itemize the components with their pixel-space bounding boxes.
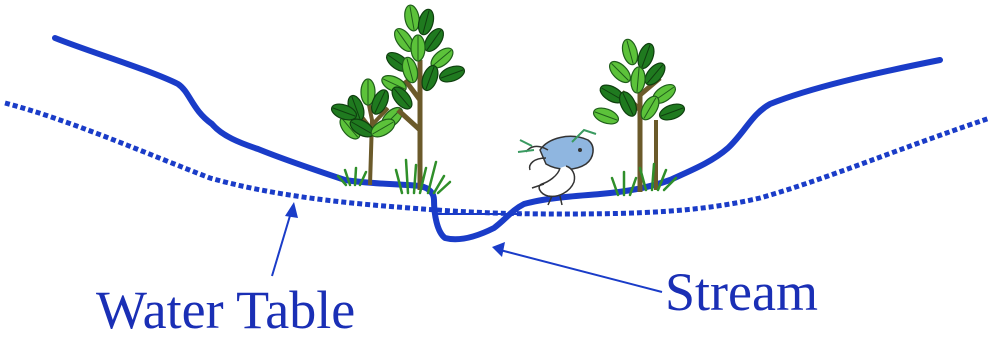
stream-pointer: [492, 242, 663, 293]
stream-label: Stream: [665, 262, 818, 322]
ground-surface-line: [52, 35, 943, 243]
tree-icon: [378, 3, 468, 190]
water-table-line: [4, 100, 991, 217]
water-table-pointer: [271, 202, 298, 277]
grass-icon: [336, 158, 678, 197]
tree-icon: [328, 78, 407, 186]
tree-icon: [590, 37, 688, 192]
water-table-label: Water Table: [96, 280, 356, 340]
heron-icon: [517, 128, 597, 206]
